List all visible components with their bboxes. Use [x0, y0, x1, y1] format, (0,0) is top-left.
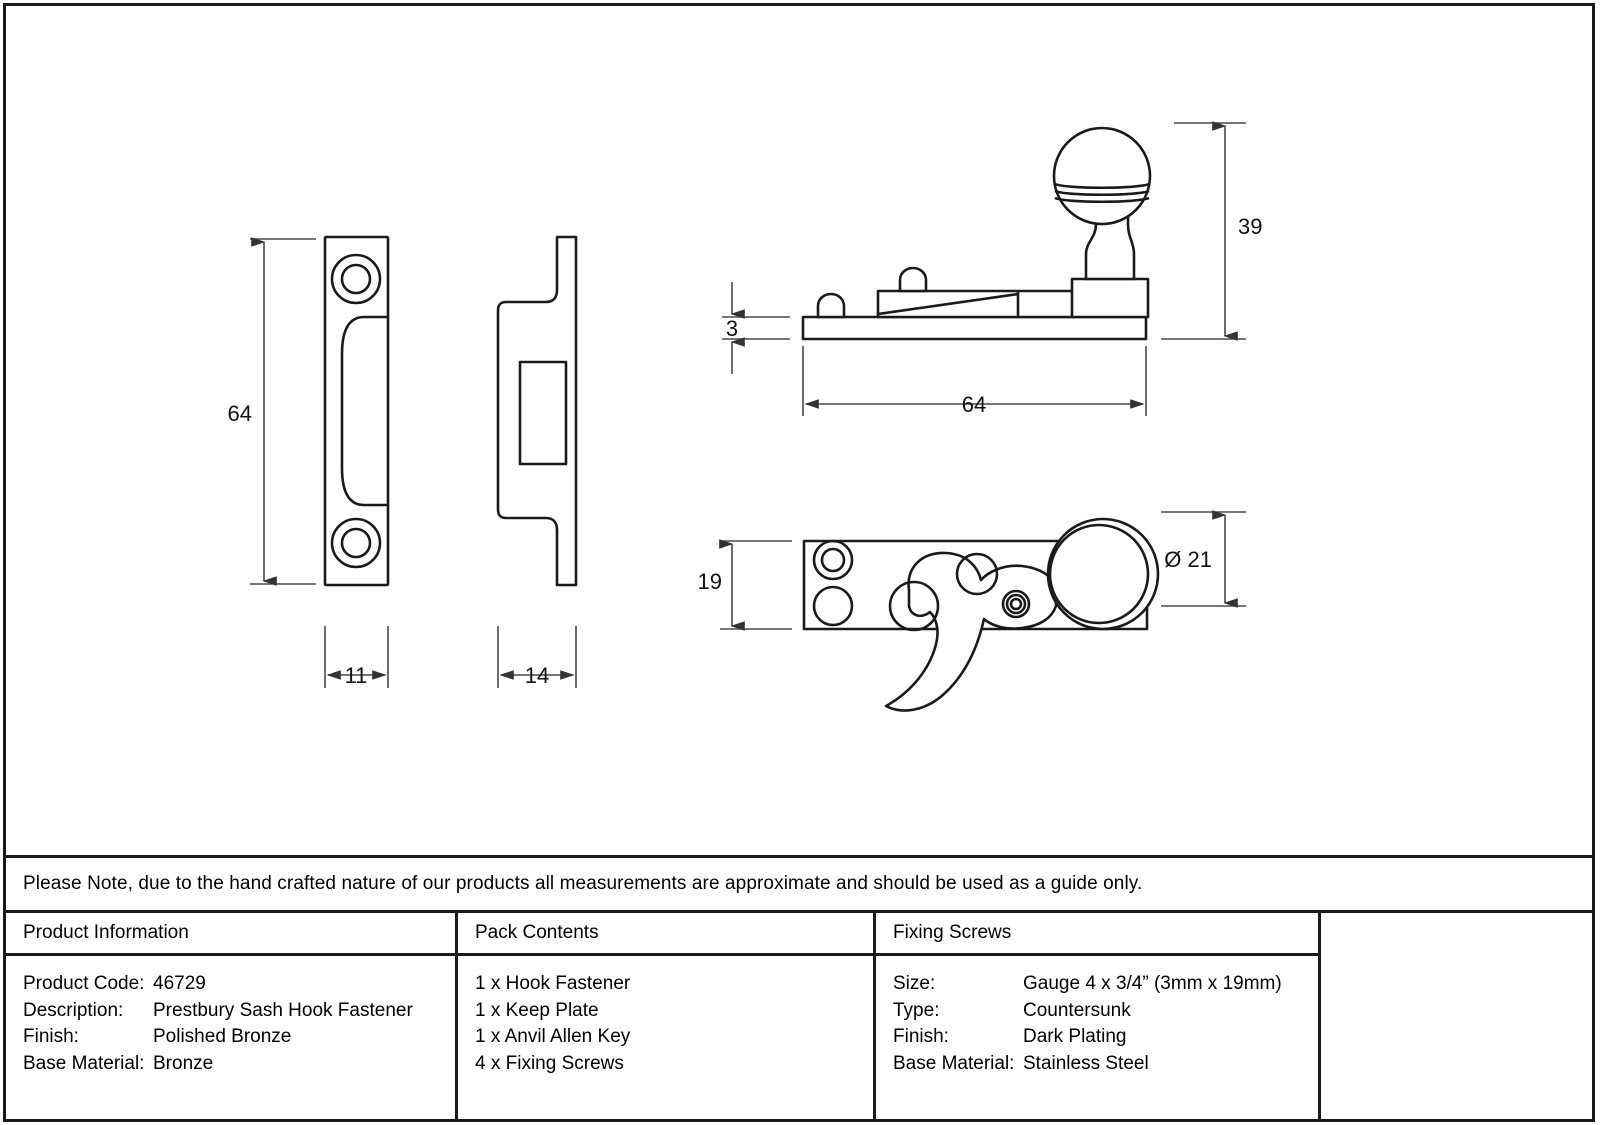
table-row: Type: Countersunk	[893, 998, 1318, 1025]
base-material-label: Base Material:	[23, 1052, 145, 1074]
pack-contents-column: Pack Contents 1 x Hook Fastener 1 x Keep…	[458, 913, 873, 1119]
dimension-fastener-length: 64	[802, 346, 1147, 417]
dimension-plan-plate-width: 19	[698, 539, 792, 631]
pack-contents-header-rule	[458, 953, 873, 956]
finish-label: Finish:	[23, 1026, 79, 1047]
note-row: Please Note, due to the hand crafted nat…	[6, 858, 1592, 910]
spare-column	[1321, 913, 1592, 1119]
information-table: Product Information Product Code: 46729 …	[6, 913, 1592, 1119]
dim-label-11: 11	[345, 663, 368, 688]
frame-border-right	[1592, 3, 1595, 1122]
dimension-plate-thickness: 3	[722, 282, 790, 374]
screw-finish-label: Finish:	[893, 1026, 949, 1047]
description-value: Prestbury Sash Hook Fastener	[153, 999, 413, 1021]
dim-label-39: 39	[1238, 214, 1262, 239]
dim-label-14: 14	[525, 663, 549, 688]
fixing-screws-header-rule	[876, 953, 1318, 956]
dimension-knob-diameter: Ø 21	[1161, 510, 1246, 608]
frame-border-left	[3, 3, 6, 1122]
frame-border-bottom	[3, 1119, 1595, 1122]
fixing-screws-body: Size: Gauge 4 x 3/4” (3mm x 19mm) Type: …	[876, 956, 1318, 1077]
column-divider-1	[455, 913, 458, 1119]
fixing-screws-header: Fixing Screws	[893, 922, 1012, 943]
dim-label-3: 3	[726, 316, 738, 341]
dim-label-19: 19	[698, 569, 722, 594]
table-row: Base Material: Stainless Steel	[893, 1051, 1318, 1078]
product-information-header: Product Information	[23, 922, 189, 943]
frame-border-top	[3, 3, 1595, 6]
list-item: 1 x Hook Fastener	[475, 973, 631, 994]
product-code-value: 46729	[153, 973, 206, 994]
screw-finish-value: Dark Plating	[1023, 1026, 1127, 1047]
spare-column-header	[1321, 913, 1592, 953]
list-item: 1 x Anvil Allen Key	[475, 1026, 631, 1047]
list-item: 1 x Keep Plate	[475, 999, 599, 1021]
description-label: Description:	[23, 999, 124, 1021]
table-row: Description: Prestbury Sash Hook Fastene…	[23, 998, 455, 1025]
screw-base-material-value: Stainless Steel	[1023, 1052, 1149, 1074]
technical-drawing-area: .part { fill:#ffffff; stroke:#1a1a1a; st…	[6, 6, 1592, 855]
finish-value: Polished Bronze	[153, 1026, 292, 1047]
pack-contents-body: 1 x Hook Fastener 1 x Keep Plate 1 x Anv…	[458, 956, 873, 1077]
product-code-label: Product Code:	[23, 973, 145, 994]
list-item: 4 x Fixing Screws	[475, 1052, 624, 1074]
column-divider-2	[873, 913, 876, 1119]
table-row: Finish: Polished Bronze	[23, 1024, 455, 1051]
column-divider-3	[1318, 913, 1321, 1119]
dimension-knob-height: 39	[1161, 121, 1262, 341]
table-row: Size: Gauge 4 x 3/4” (3mm x 19mm)	[893, 971, 1318, 998]
screw-type-value: Countersunk	[1023, 999, 1131, 1021]
dim-label-64-length: 64	[962, 392, 986, 417]
table-row: Base Material: Bronze	[23, 1051, 455, 1078]
pack-contents-header: Pack Contents	[475, 922, 599, 943]
dimension-keep-plate-side-width: 14	[497, 626, 577, 688]
hook-fastener-side-elevation	[801, 126, 1152, 341]
dimension-keep-plate-width: 11	[324, 626, 389, 688]
screw-base-material-label: Base Material:	[893, 1052, 1015, 1074]
dim-label-64-height: 64	[228, 401, 252, 426]
product-information-body: Product Code: 46729 Description: Prestbu…	[6, 956, 455, 1077]
fixing-screws-column: Fixing Screws Size: Gauge 4 x 3/4” (3mm …	[876, 913, 1318, 1119]
base-material-value: Bronze	[153, 1052, 214, 1074]
hook-fastener-plan-view	[802, 517, 1160, 712]
screw-size-label: Size:	[893, 973, 936, 994]
table-row: Product Code: 46729	[23, 971, 455, 998]
dimension-keep-plate-height: 64	[228, 237, 316, 586]
note-bottom-rule	[6, 910, 1592, 913]
product-information-column: Product Information Product Code: 46729 …	[6, 913, 455, 1119]
screw-size-value: Gauge 4 x 3/4” (3mm x 19mm)	[1023, 973, 1282, 994]
dim-label-diameter-21: Ø 21	[1164, 547, 1212, 572]
note-divider-rule	[6, 855, 1592, 858]
table-row: Finish: Dark Plating	[893, 1024, 1318, 1051]
keep-plate-side-view	[496, 235, 578, 587]
keep-plate-front-view	[323, 235, 390, 587]
screw-type-label: Type:	[893, 999, 940, 1021]
approximate-measurements-note: Please Note, due to the hand crafted nat…	[23, 873, 1143, 894]
product-information-header-rule	[6, 953, 455, 956]
